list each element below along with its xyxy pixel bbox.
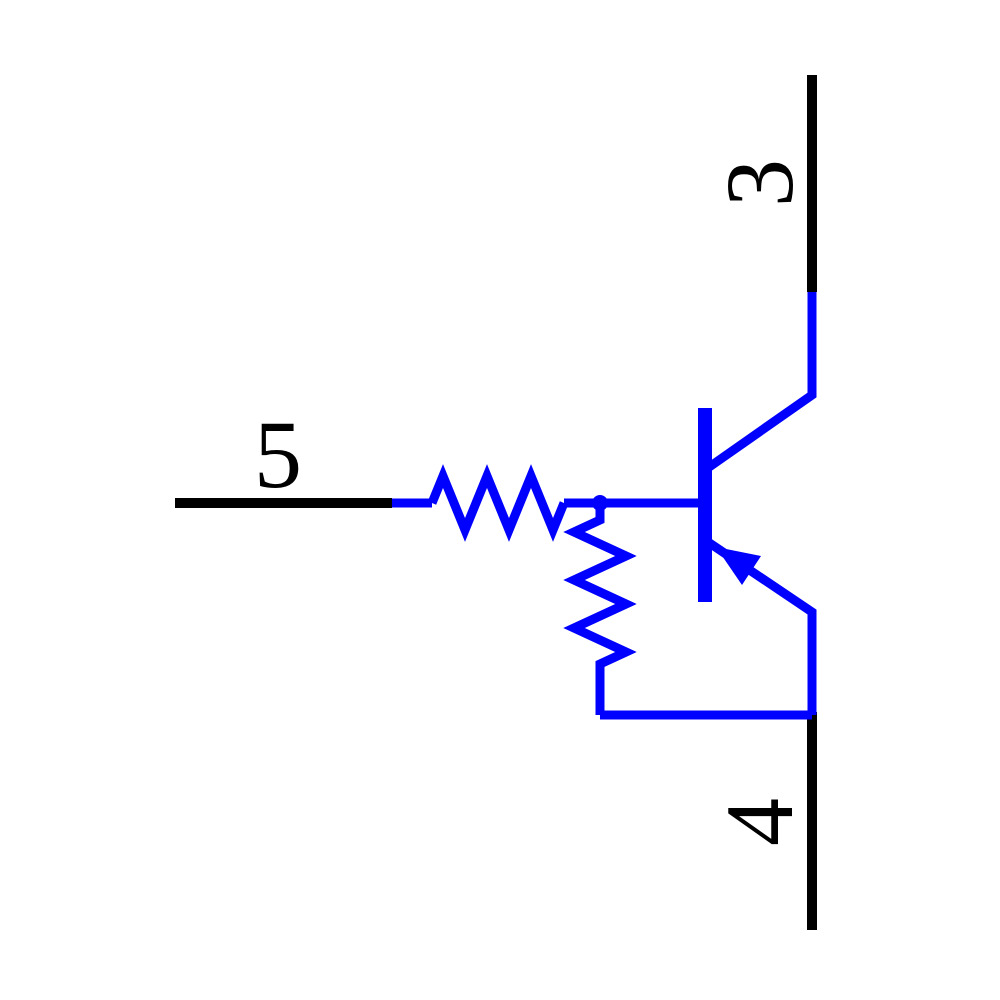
transistor-collector-wire bbox=[702, 292, 817, 474]
series-resistor bbox=[427, 464, 569, 542]
transistor-emitter-wire bbox=[702, 536, 817, 715]
emitter-arrow-icon bbox=[716, 547, 761, 585]
pin-4-label: 4 bbox=[706, 798, 813, 846]
shunt-resistor bbox=[563, 503, 637, 715]
pin-5-label: 5 bbox=[254, 401, 302, 508]
pin-3-label: 3 bbox=[706, 159, 813, 207]
